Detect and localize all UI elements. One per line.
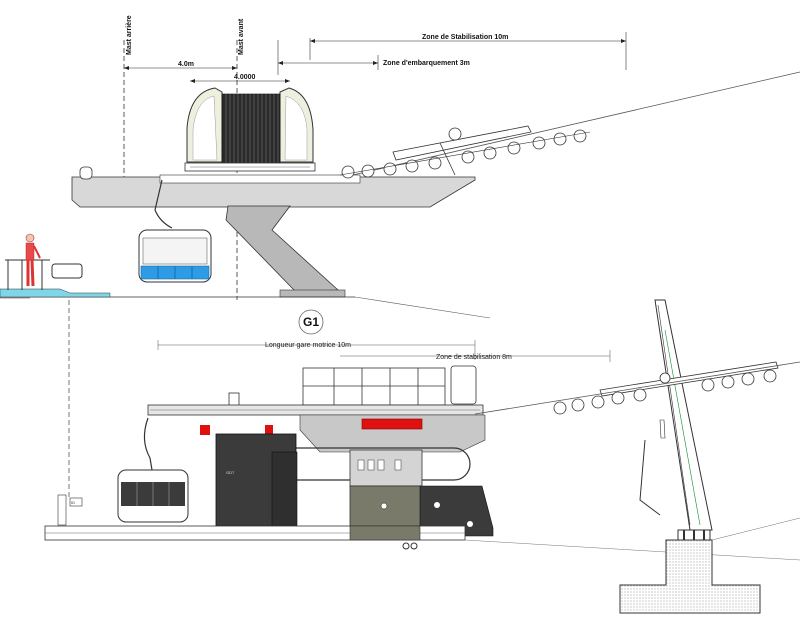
dimension-left-label: 4.0m [178, 61, 194, 68]
person-figure [25, 233, 41, 287]
gondola-cabin-top [138, 179, 212, 283]
cabin-shell-open [184, 87, 316, 172]
boarding-platform [0, 288, 111, 298]
zone-stabilisation-bottom-label: Zone de stabilisation 8m [436, 354, 512, 361]
longueur-gare-label: Longueur gare motrice 10m [265, 342, 351, 349]
mechanical-block [349, 449, 423, 537]
svg-text:ID: ID [71, 500, 75, 505]
svg-text:GD7: GD7 [226, 470, 235, 475]
railing [5, 259, 83, 290]
top-cable [339, 71, 800, 179]
zone-stabilisation-top-label: Zone de Stabilisation 10m [422, 34, 508, 41]
support-column [225, 205, 339, 293]
drive-machine: GD7 [215, 433, 298, 527]
roof-panels [228, 365, 477, 408]
dimension-right-label: 4.0000 [234, 74, 256, 81]
tower-crossarm [553, 361, 779, 415]
tower-foundation [619, 539, 761, 614]
zone-embarquement-label: Zone d'embarquement 3m [383, 60, 470, 67]
red-drive-part [361, 418, 423, 430]
top-station-view: Mast arrière Mast avant 4.0m 4.0000 Zone… [0, 15, 800, 319]
bottom-cable [474, 361, 800, 415]
top-deck [71, 176, 476, 208]
top-roller-assembly [339, 125, 591, 179]
gondola-cabin-bottom [117, 417, 189, 523]
mast-arriere-label: Mast arrière [126, 15, 133, 55]
bottom-station-view: Longueur gare motrice 10m Zone de stabil… [44, 299, 800, 614]
station-label-g1: G1 [298, 309, 324, 335]
mast-avant-label: Mast avant [238, 18, 245, 55]
svg-text:G1: G1 [303, 315, 319, 329]
